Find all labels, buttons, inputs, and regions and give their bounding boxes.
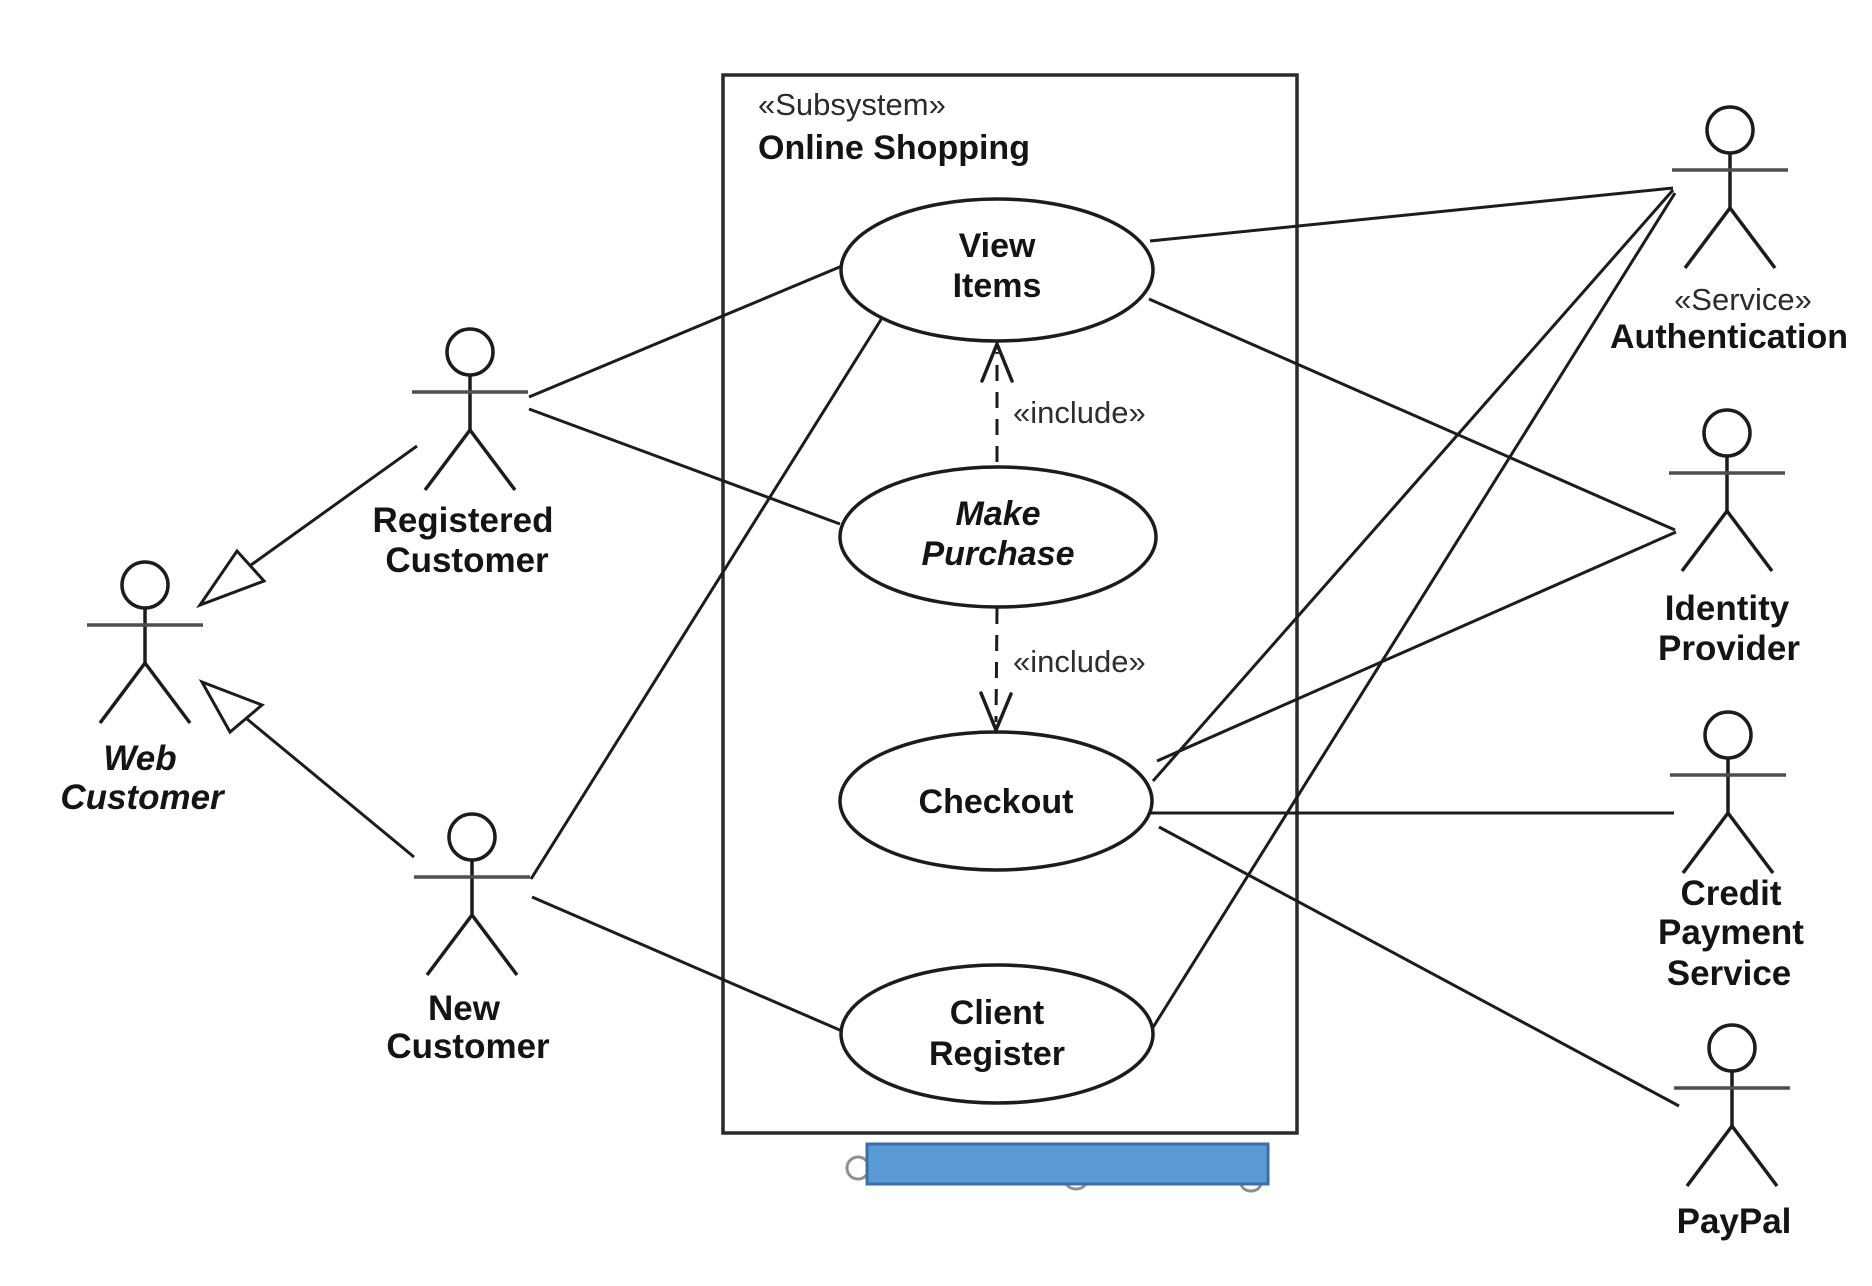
actor-label-line3: Service <box>1667 954 1792 993</box>
generalization-registered-to-web <box>196 444 418 609</box>
associations <box>528 186 1680 1108</box>
actor-head <box>1705 105 1755 155</box>
actor-authentication: «Service» Authentication <box>1610 105 1848 356</box>
generalization-line <box>246 717 415 859</box>
actor-label-line2: Customer <box>385 541 549 580</box>
usecase-label-line1: Make <box>955 495 1040 533</box>
association-registered-view-items <box>528 264 843 399</box>
usecase-checkout: Checkout <box>838 730 1154 872</box>
actor-legs <box>1680 508 1774 573</box>
usecase-ellipse <box>838 465 1158 609</box>
include-make-purchase-view-items: «include» <box>980 339 1146 462</box>
actor-legs <box>1685 1123 1779 1188</box>
actor-label-line1: Web <box>103 739 176 778</box>
usecase-label-line2: Items <box>953 267 1042 305</box>
association-new-client-register <box>531 895 843 1033</box>
generalization-arrowhead <box>198 679 265 735</box>
actor-head <box>1702 408 1752 458</box>
actor-head <box>120 560 170 610</box>
actor-label-line1: New <box>428 989 501 1028</box>
actor-web-customer: Web Customer <box>60 560 226 817</box>
watermark-overlay <box>865 1142 1270 1186</box>
association-checkout-identity-provider <box>1156 530 1677 763</box>
actor-head <box>445 327 495 377</box>
usecase-label-line1: View <box>959 227 1036 265</box>
watermark <box>845 1142 1270 1193</box>
include-arrowhead <box>980 339 1014 383</box>
actor-head <box>447 812 497 862</box>
actor-label-line1: Credit <box>1680 874 1781 913</box>
include-make-purchase-checkout: «include» <box>979 607 1146 735</box>
actor-legs <box>1681 810 1775 875</box>
subsystem-name: Online Shopping <box>758 129 1030 167</box>
actor-new-customer: New Customer <box>386 812 550 1066</box>
usecase-make-purchase: Make Purchase <box>838 465 1158 609</box>
usecase-view-items: View Items <box>839 197 1155 343</box>
actor-legs <box>423 427 517 492</box>
association-checkout-paypal <box>1158 825 1680 1108</box>
include-dashed-line <box>994 607 999 723</box>
actor-legs <box>1683 205 1777 270</box>
actor-label-line1: Identity <box>1665 589 1790 628</box>
include-label: «include» <box>1013 395 1146 430</box>
actor-stereotype: «Service» <box>1674 282 1812 317</box>
generalization-new-to-web <box>198 679 415 859</box>
actor-registered-customer: Registered Customer <box>373 327 554 580</box>
actor-legs <box>425 912 519 977</box>
usecase-client-register: Client Register <box>839 963 1155 1105</box>
association-registered-make-purchase <box>528 407 841 526</box>
include-label: «include» <box>1013 644 1146 679</box>
actor-label-line1: Registered <box>373 501 554 540</box>
association-view-items-authentication <box>1149 186 1674 243</box>
actor-label-line2: Provider <box>1658 629 1800 668</box>
actor-credit-payment-service: Credit Payment Service <box>1658 710 1804 993</box>
actor-head <box>1707 1023 1757 1073</box>
usecase-label: Checkout <box>919 783 1074 821</box>
actor-identity-provider: Identity Provider <box>1658 408 1800 668</box>
usecase-label-line2: Register <box>929 1035 1065 1073</box>
actor-head <box>1703 710 1753 760</box>
generalization-arrowhead <box>196 548 267 609</box>
association-client-register-authentication <box>1150 192 1677 1030</box>
actor-label-line2: Customer <box>60 778 226 817</box>
association-checkout-authentication <box>1151 189 1675 782</box>
actor-label-line2: Payment <box>1658 913 1804 952</box>
actor-legs <box>98 660 192 725</box>
association-view-items-identity-provider <box>1148 297 1676 532</box>
actor-label: PayPal <box>1677 1202 1792 1241</box>
subsystem-stereotype: «Subsystem» <box>758 87 946 122</box>
usecase-label-line1: Client <box>950 994 1044 1032</box>
subsystem-rect <box>721 73 1299 1135</box>
actor-label: Authentication <box>1610 318 1848 356</box>
actor-label-line2: Customer <box>386 1027 550 1066</box>
include-arrowhead <box>979 691 1013 735</box>
actor-paypal: PayPal <box>1674 1023 1792 1241</box>
subsystem-boundary: «Subsystem» Online Shopping <box>721 73 1299 1135</box>
generalization-line <box>250 444 418 567</box>
association-new-view-items <box>529 317 884 880</box>
usecase-ellipse <box>839 963 1155 1105</box>
usecase-label-line2: Purchase <box>921 535 1074 573</box>
